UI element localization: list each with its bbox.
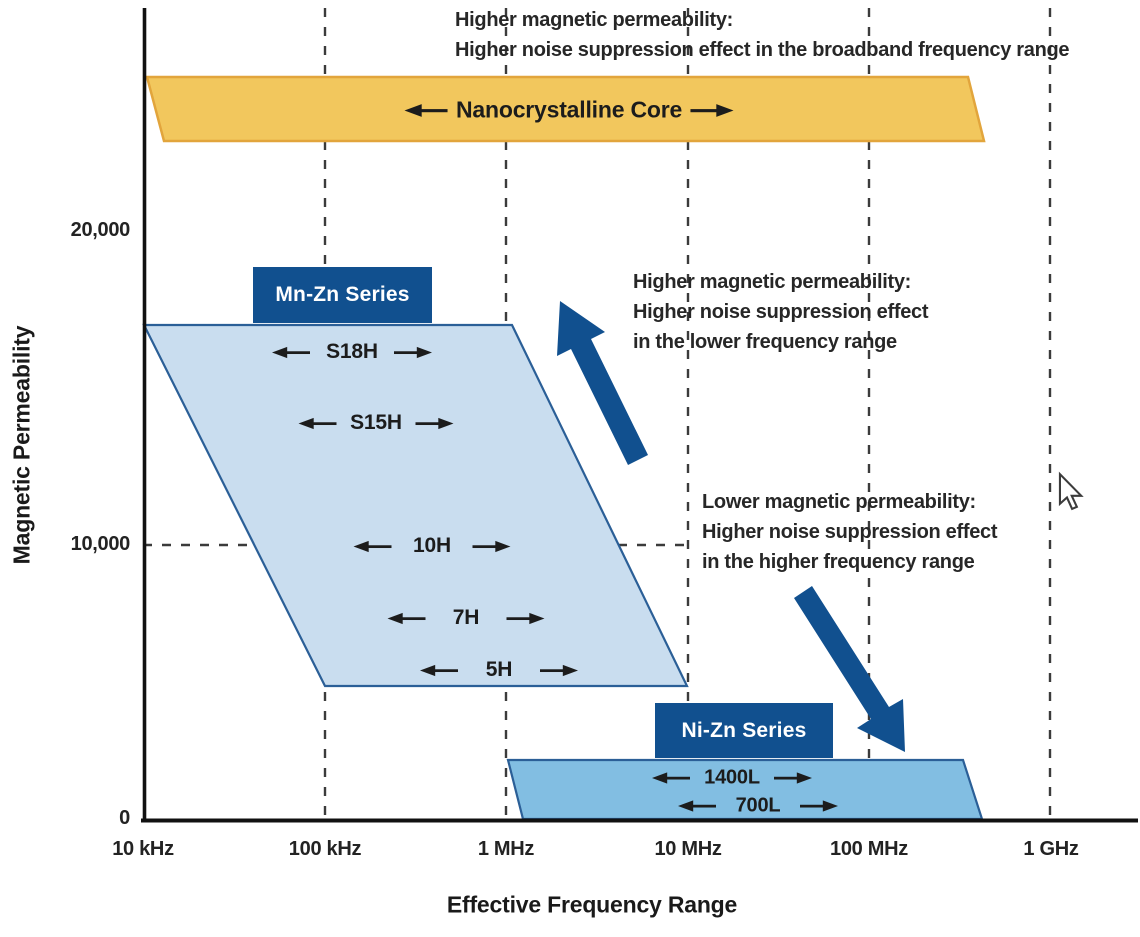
annotation-higher-line1: Lower magnetic permeability: bbox=[702, 491, 976, 513]
product-label-10h: 10H bbox=[353, 534, 511, 558]
product-10h: 10H bbox=[413, 534, 451, 557]
arrow-left-icon bbox=[404, 103, 448, 117]
product-5h: 5H bbox=[485, 658, 513, 681]
arrow-left-icon bbox=[272, 346, 310, 358]
nizn-series-label: Ni-Zn Series bbox=[681, 718, 807, 742]
region-mnzn-series bbox=[142, 323, 689, 688]
x-tick-10mhz: 10 MHz bbox=[654, 838, 722, 860]
y-tick-20000: 20,000 bbox=[70, 219, 131, 241]
product-label-7h: 7H bbox=[387, 606, 545, 630]
product-s18h: S18H bbox=[326, 340, 378, 363]
arrow-left-icon bbox=[420, 664, 458, 676]
mnzn-series-label: Mn-Zn Series bbox=[275, 283, 410, 306]
x-tick-100mhz: 100 MHz bbox=[830, 838, 908, 860]
big-arrow-down-right-icon bbox=[794, 586, 905, 752]
annotation-higher-line3: in the higher frequency range bbox=[702, 551, 975, 573]
y-tick-10000: 10,000 bbox=[70, 533, 131, 555]
product-label-s15h: S15H bbox=[298, 411, 454, 435]
arrow-left-icon bbox=[298, 417, 337, 429]
annotation-lower-line2: Higher noise suppression effect bbox=[633, 301, 929, 323]
product-700l: 700L bbox=[735, 794, 781, 817]
mouse-cursor[interactable] bbox=[1058, 471, 1084, 511]
annotation-lower-line1: Higher magnetic permeability: bbox=[633, 271, 912, 293]
nanocrystalline-core-text: Nanocrystalline Core bbox=[456, 96, 683, 123]
annotation-lower-line3: in the lower frequency range bbox=[633, 331, 897, 353]
annotation-higher-frequency: Lower magnetic permeability: Higher nois… bbox=[702, 487, 998, 577]
annotation-broadband-line1: Higher magnetic permeability: bbox=[455, 9, 734, 31]
product-7h: 7H bbox=[452, 606, 480, 629]
arrow-right-icon bbox=[393, 346, 432, 358]
y-tick-0: 0 bbox=[119, 807, 130, 829]
x-tick-1mhz: 1 MHz bbox=[477, 838, 535, 860]
product-1400l: 1400L bbox=[704, 766, 760, 789]
product-label-1400l: 1400L bbox=[652, 767, 812, 790]
x-axis-title: Effective Frequency Range bbox=[446, 891, 738, 918]
nanocrystalline-core-label: Nanocrystalline Core bbox=[402, 96, 734, 124]
region-nanocrystalline-core bbox=[145, 75, 986, 143]
product-label-s18h: S18H bbox=[272, 340, 432, 364]
x-tick-10khz: 10 kHz bbox=[112, 838, 174, 860]
arrow-left-icon bbox=[387, 612, 426, 624]
annotation-broadband-line2: Higher noise suppression effect in the b… bbox=[455, 39, 1070, 61]
arrow-right-icon bbox=[539, 664, 578, 676]
annotation-higher-line2: Higher noise suppression effect bbox=[702, 521, 998, 543]
y-axis-title: Magnetic Permeability bbox=[8, 325, 35, 565]
arrow-left-icon bbox=[678, 800, 716, 812]
arrow-right-icon bbox=[799, 800, 838, 812]
mnzn-series-label-box: Mn-Zn Series bbox=[253, 267, 432, 323]
x-tick-1ghz: 1 GHz bbox=[1023, 838, 1079, 860]
arrow-right-icon bbox=[690, 103, 734, 117]
arrow-right-icon bbox=[506, 612, 545, 624]
big-arrow-up-left-icon bbox=[557, 301, 648, 465]
annotation-lower-frequency: Higher magnetic permeability: Higher noi… bbox=[633, 267, 929, 357]
nizn-series-label-box: Ni-Zn Series bbox=[655, 703, 833, 758]
annotation-broadband: Higher magnetic permeability: Higher noi… bbox=[455, 5, 1070, 65]
x-tick-100khz: 100 kHz bbox=[288, 838, 362, 860]
arrow-right-icon bbox=[774, 772, 812, 784]
arrow-right-icon bbox=[472, 540, 511, 552]
product-s15h: S15H bbox=[350, 411, 402, 434]
product-label-700l: 700L bbox=[678, 795, 838, 818]
arrow-right-icon bbox=[415, 417, 454, 429]
product-label-5h: 5H bbox=[420, 658, 578, 682]
arrow-left-icon bbox=[652, 772, 690, 784]
arrow-left-icon bbox=[353, 540, 392, 552]
